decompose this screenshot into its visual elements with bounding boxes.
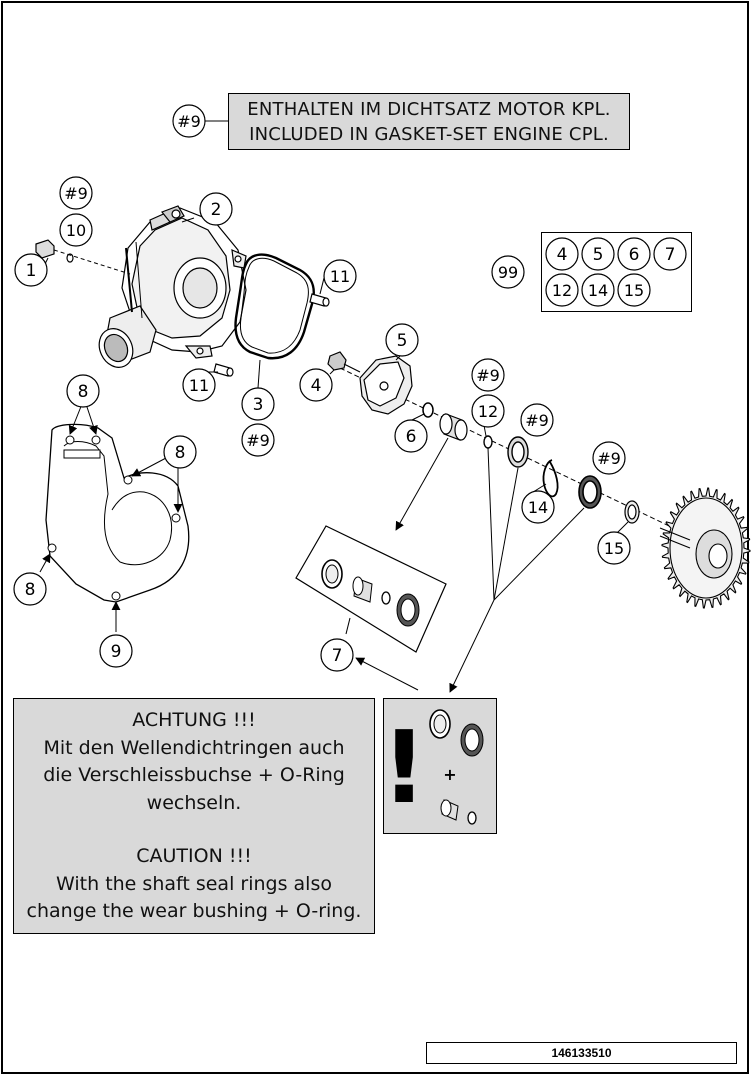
callout-10: 10 [59,213,93,247]
callout-1: 1 [14,253,48,287]
dowel-pin-drawing [213,293,330,377]
caution-title-german: ACHTUNG !!! [132,709,256,731]
callout-15: 15 [597,531,631,565]
gasket-set-note: ENTHALTEN IM DICHTSATZ MOTOR KPL. INCLUD… [228,93,630,150]
callout-ref-9: #9 [592,441,626,475]
document-number: 146133510 [426,1042,737,1064]
caution-text-english-2: change the wear bushing + O-ring. [26,900,362,922]
callout-8-text: 8 [175,443,186,463]
callout-11: 11 [323,259,357,293]
callout-9-text: 9 [111,642,122,662]
note-line-english: INCLUDED IN GASKET-SET ENGINE CPL. [249,124,609,145]
callout-ref-9-text: #9 [525,411,549,430]
callout-3-text: 3 [253,395,264,415]
callout-4: 4 [299,368,333,402]
callout-6: 6 [394,419,428,453]
kit-item-5: 5 [581,237,615,271]
caution-text-german-3: wechseln. [146,791,242,814]
exclamation-icon: ! [381,709,427,826]
wear-bushing-drawing [439,413,468,441]
caution-text-english-1: With the shaft seal rings also [56,872,332,895]
kit-label-99-text: 99 [498,263,518,282]
kit-item-14: 14 [581,273,615,307]
callout-ref-9: #9 [520,403,554,437]
kit-item-12: 12 [545,273,579,307]
callout-4-text: 4 [311,376,322,396]
callout-11: 11 [182,368,216,402]
caution-title-english: CAUTION !!! [136,845,252,867]
callout-14-text: 14 [528,498,548,517]
callout-5: 5 [385,323,419,357]
kit-item-5-text: 5 [593,245,604,265]
callout-ref-9-text: #9 [246,431,270,450]
kit-item-4: 4 [545,237,579,271]
callout-ref-9: #9 [59,176,93,210]
note-line-german: ENTHALTEN IM DICHTSATZ MOTOR KPL. [247,99,611,120]
callout-2: 2 [199,192,233,226]
kit-item-4-text: 4 [557,245,568,265]
kit-item-15: 15 [617,273,651,307]
callout-12-text: 12 [478,402,498,421]
kit-item-6: 6 [617,237,651,271]
repair-kit-inset [295,525,447,653]
impeller-drawing [359,355,413,415]
kit-item-6-text: 6 [629,245,640,265]
kit-item-15-text: 15 [624,281,644,300]
callout-8: 8 [13,572,47,606]
callout-6-text: 6 [406,427,417,447]
drive-gear-drawing [659,487,751,609]
warning-plus: + [443,765,456,784]
callout-8-text: 8 [25,580,36,600]
callout-ref-9: #9 [471,358,505,392]
callout-8: 8 [66,374,100,408]
kit-item-7-text: 7 [665,245,676,265]
callout-11-text: 11 [330,267,350,286]
callout-3: 3 [241,387,275,421]
note-ref-9: #9 [172,104,206,138]
callout-5-text: 5 [397,331,408,351]
shaft-seal-drawing [507,436,529,468]
impeller-screw-drawing [327,351,361,373]
callout-ref-9: #9 [241,423,275,457]
callout-1-text: 1 [26,261,37,281]
kit-item-12-text: 12 [552,281,572,300]
kit-label-99: 99 [491,255,525,289]
caution-box: ACHTUNG !!! Mit den Wellendichtringen au… [13,698,375,934]
caution-text-german-2: die Verschleissbuchse + O-Ring [43,764,345,786]
cover-gasket-drawing [45,423,190,603]
callout-15-text: 15 [604,539,624,558]
callout-8: 8 [163,435,197,469]
callout-8-text: 8 [78,382,89,402]
screw-drawing [35,239,131,275]
callout-10-text: 10 [66,221,86,240]
callout-ref-9-text: #9 [597,449,621,468]
callout-2-text: 2 [211,200,222,220]
callout-ref-9-text: #9 [476,366,500,385]
caution-text-german-1: Mit den Wellendichtringen auch [43,736,345,759]
kit-item-7: 7 [653,237,687,271]
kit-item-14-text: 14 [588,281,608,300]
callout-7-text: 7 [332,646,343,666]
warning-pictogram: ! + [381,709,484,826]
callout-9: 9 [99,634,133,668]
callout-12: 12 [471,394,505,428]
callout-11-text: 11 [189,376,209,395]
note-ref-9-text: #9 [177,112,201,131]
pump-cover-drawing [98,205,247,368]
callout-7: 7 [320,638,354,672]
callout-ref-9-text: #9 [64,184,88,203]
callout-14: 14 [521,490,555,524]
gasket-drawing [234,253,315,360]
